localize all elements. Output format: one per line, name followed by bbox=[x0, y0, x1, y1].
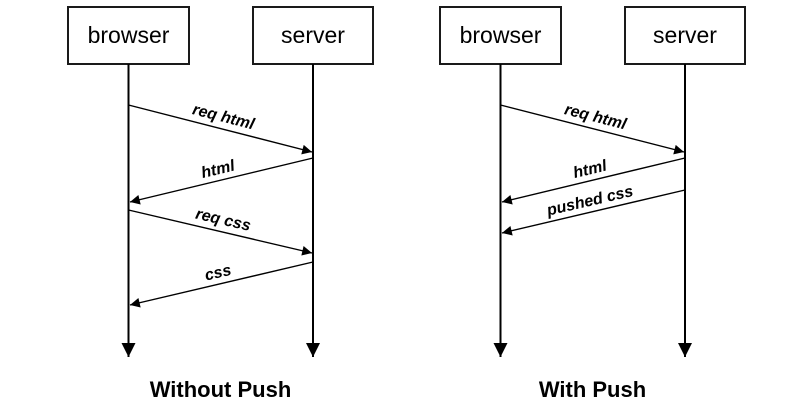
server-actor-label: server bbox=[653, 22, 717, 48]
panel-title-without-push: Without Push bbox=[150, 377, 292, 402]
panel-title-with-push: With Push bbox=[539, 377, 646, 402]
message-arrow-req-css bbox=[128, 209, 313, 256]
message-arrow-css bbox=[129, 261, 314, 308]
message-arrow-req-html bbox=[128, 104, 313, 155]
panel-without-push: browser server req html html req css css… bbox=[67, 6, 374, 402]
server-actor-box bbox=[624, 6, 746, 65]
panel-with-push: browser server req html html pushed css … bbox=[439, 6, 746, 402]
server-actor-box bbox=[252, 6, 374, 65]
browser-actor-label: browser bbox=[88, 22, 170, 48]
server-actor-label: server bbox=[281, 22, 345, 48]
browser-actor-label: browser bbox=[460, 22, 542, 48]
message-arrow-html bbox=[129, 157, 314, 205]
message-label-css: css bbox=[203, 262, 233, 285]
browser-actor-box bbox=[439, 6, 562, 65]
message-arrow-html bbox=[501, 157, 686, 205]
browser-actor-box bbox=[67, 6, 190, 65]
message-arrow-pushed-css bbox=[501, 189, 686, 236]
message-label-req-css: req css bbox=[194, 206, 253, 235]
message-arrow-req-html bbox=[500, 104, 685, 155]
